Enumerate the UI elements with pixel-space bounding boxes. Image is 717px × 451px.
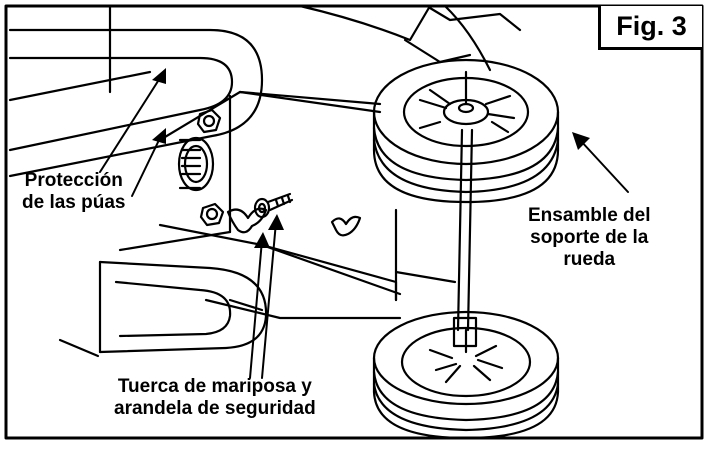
wing-nut-label: Tuerca de mariposa y arandela de segurid… <box>114 376 316 420</box>
lower-wheel <box>372 310 560 440</box>
figure-number: Fig. 3 <box>598 6 702 50</box>
figure-frame <box>4 4 704 440</box>
tine-guard-label: Protección de las púas <box>22 170 126 214</box>
side-panel <box>118 230 402 320</box>
spline-shaft <box>177 136 215 192</box>
bolt <box>266 192 294 212</box>
axle <box>452 128 478 348</box>
wheel-assembly-label-line-1: Ensamble del <box>528 205 651 226</box>
wheel-assembly-label-line-3: rueda <box>563 249 616 270</box>
arrow-heads <box>152 68 590 248</box>
upper-tine-guard <box>8 28 264 178</box>
frame-top <box>108 4 522 94</box>
wing-nut <box>226 197 271 234</box>
leader-lines <box>99 77 629 379</box>
tine-guard-label-line-1: Protección <box>24 170 123 191</box>
wing-nut-label-line-2: arandela de seguridad <box>114 398 316 419</box>
wing-nut-right <box>330 215 362 237</box>
tine-guard-label-line-2: de las púas <box>22 192 126 213</box>
lower-tine-guard <box>58 260 268 358</box>
wheel-assembly-label: Ensamble del soporte de la rueda <box>528 205 651 271</box>
wheel-assembly-label-line-2: soporte de la <box>530 227 649 248</box>
nut-top <box>196 108 222 134</box>
tiller-body <box>158 90 457 302</box>
upper-wheel <box>372 58 560 204</box>
wing-nut-label-line-1: Tuerca de mariposa y <box>117 376 312 397</box>
nut-lower <box>199 202 225 227</box>
